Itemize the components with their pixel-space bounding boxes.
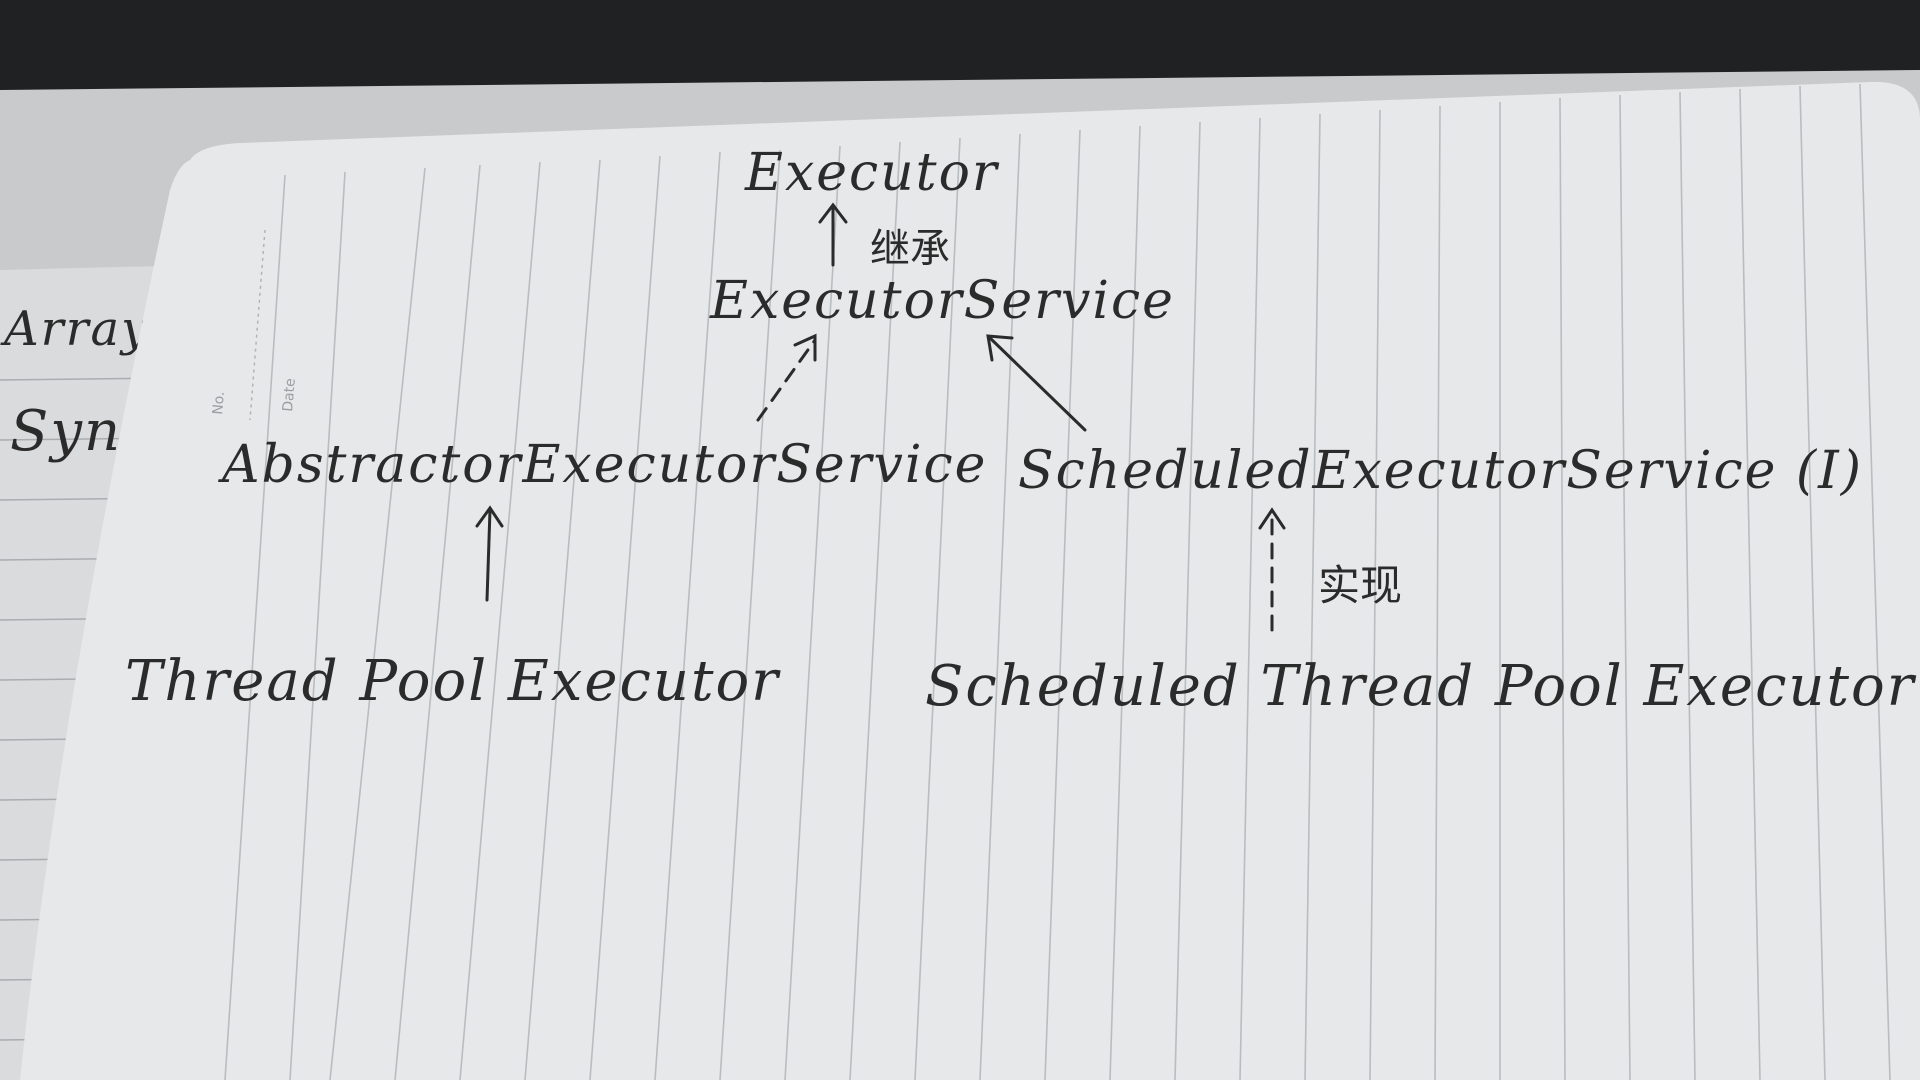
node-thread-pool-executor: Thread Pool Executor bbox=[125, 649, 781, 714]
label-implement: 实现 bbox=[1318, 561, 1402, 610]
background-text-array: Array bbox=[0, 301, 150, 357]
ruled-lines bbox=[224, 83, 1891, 1080]
field-label-no: No. bbox=[210, 391, 228, 416]
edge-implement-scheduled-thread-pool bbox=[1258, 507, 1286, 632]
edge-inherit-thread-pool bbox=[475, 505, 504, 602]
node-scheduled-executor-service: ScheduledExecutorService (I) bbox=[1018, 441, 1863, 501]
node-abstract-executor-service: AbstractorExecutorService bbox=[218, 435, 987, 495]
notebook-page: No. Date bbox=[20, 81, 1920, 1080]
field-label-date: Date bbox=[280, 378, 299, 413]
node-scheduled-thread-pool-executor: Scheduled Thread Pool Executor bbox=[925, 654, 1917, 719]
class-hierarchy-diagram: Executor 继承 ExecutorService AbstractorEx… bbox=[125, 143, 1917, 719]
edge-inherit-scheduled bbox=[986, 334, 1087, 432]
node-executor-service: ExecutorService bbox=[709, 271, 1175, 331]
label-inherit: 继承 bbox=[870, 226, 950, 272]
node-executor: Executor bbox=[744, 143, 1000, 203]
edge-implement-abstract bbox=[756, 333, 817, 422]
edge-inherit-executor-service bbox=[818, 202, 848, 267]
